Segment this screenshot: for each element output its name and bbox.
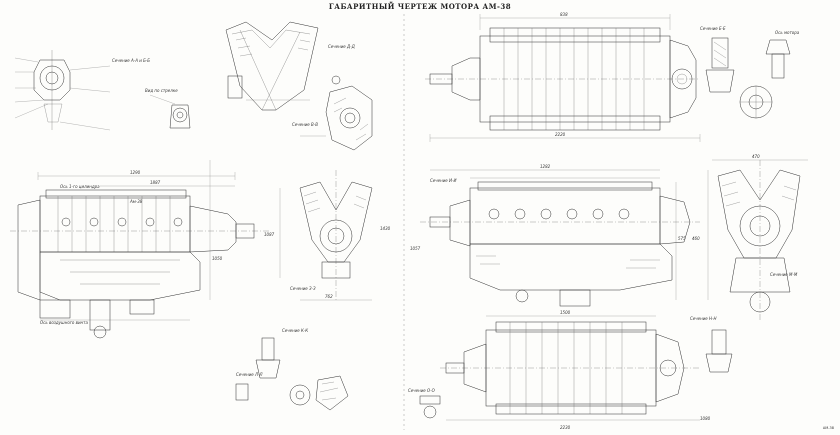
- bottom-left-sections: [235, 337, 349, 411]
- dim-1057: 1057: [410, 246, 421, 251]
- dim-762: 762: [325, 294, 333, 299]
- dim-1430: 1430: [380, 226, 391, 231]
- engine-plan-view-bottom: [440, 315, 700, 421]
- label-section-dd: Сечение Д-Д: [328, 44, 355, 49]
- dim-1282: 1282: [540, 164, 551, 169]
- label-section-nn: Сечение Н-Н: [690, 316, 716, 321]
- label-section-kk: Сечение К-К: [282, 328, 308, 333]
- label-section-ee: Сечение Е-Е: [700, 26, 726, 31]
- dim-1500: 1500: [560, 310, 571, 315]
- engine-side-view-2: [420, 169, 700, 307]
- label-axis-propeller: Ось воздушного винта: [40, 320, 88, 325]
- dim-1050: 1050: [212, 256, 223, 261]
- engine-front-view: [279, 170, 373, 301]
- label-axis-engine: Ось мотора: [775, 30, 800, 35]
- dim-2220: 2220: [555, 132, 566, 137]
- small-hub-view: [149, 94, 191, 129]
- engine-top-view: [425, 14, 701, 142]
- bottom-right-detail: [419, 329, 733, 419]
- dim-1290: 1290: [130, 170, 141, 175]
- label-section-ll: Сечение Л-Л: [236, 372, 262, 377]
- dim-838: 838: [560, 12, 568, 17]
- dim-2230: 2230: [560, 425, 571, 430]
- label-section-aa: Сечение А-А и Б-Б: [112, 58, 150, 63]
- label-section-vv: Сечение В-В: [292, 122, 318, 127]
- hub-detail-view: [14, 50, 111, 131]
- label-section-ii: Сечение И-И: [430, 178, 456, 183]
- engine-front-view-2: [707, 159, 808, 320]
- dim-575: 575: [678, 236, 686, 241]
- label-axis-cylinders: Ось 1-го цилиндра: [60, 184, 100, 189]
- dim-1087: 1087: [264, 232, 275, 237]
- label-view-b: Вид по стрелке: [145, 88, 178, 93]
- label-engine-name: Ам-38: [129, 199, 143, 204]
- drawing-title: ГАБАРИТНЫЙ ЧЕРТЕЖ МОТОРА АМ-38: [328, 2, 512, 11]
- label-section-oo: Сечение О-О: [408, 388, 435, 393]
- label-section-mm: Сечение М-М: [770, 272, 798, 277]
- dim-470: 470: [752, 154, 760, 159]
- corner-label: АМ-38: [822, 426, 834, 430]
- v-bank-section: [225, 21, 341, 111]
- engine-side-view: [10, 160, 270, 339]
- right-small-sections: [705, 37, 791, 119]
- label-section-zz: Сечение З-З: [290, 286, 316, 291]
- dim-460: 460: [692, 236, 700, 241]
- dim-1080: 1080: [700, 416, 711, 421]
- section-vv-detail: [300, 85, 373, 151]
- dim-1887: 1887: [150, 180, 161, 185]
